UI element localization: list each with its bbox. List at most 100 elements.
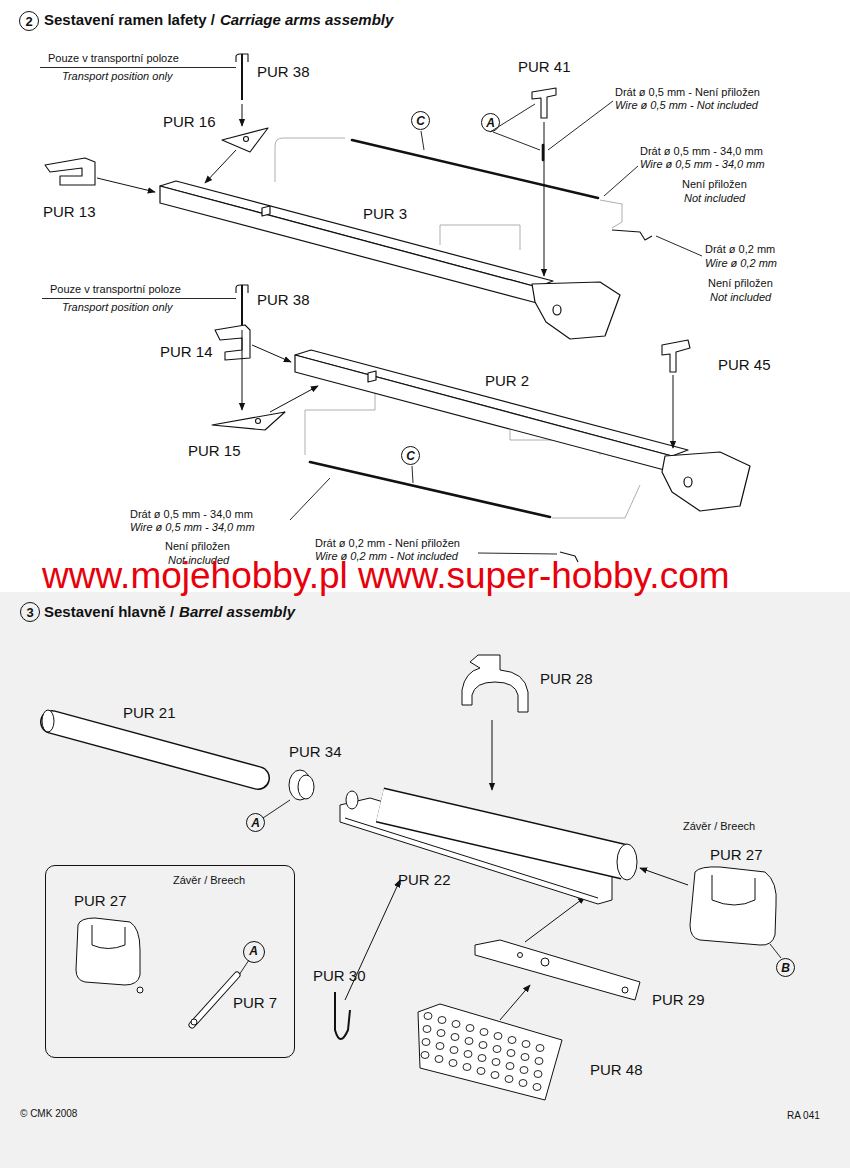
grill-hole [534, 1071, 542, 1078]
route-outline [275, 138, 640, 518]
note-text: Wire ø 0,5 mm - 34,0 mm [130, 521, 255, 534]
callout-letter: C [416, 115, 425, 127]
callout-letter: A [486, 117, 495, 129]
grill-hole [536, 1045, 544, 1052]
part-number: PUR 27 [74, 892, 127, 910]
note-text: Wire ø 0,5 mm - 34,0 mm [640, 158, 765, 171]
grill-hole [421, 1052, 429, 1059]
part-number: PUR 2 [485, 372, 529, 390]
grill-hole [479, 1042, 487, 1049]
part-number: PUR 28 [540, 670, 593, 688]
note-text: Závěr / Breech [683, 820, 755, 833]
part-number: PUR 7 [233, 994, 277, 1012]
small-part [45, 54, 690, 562]
grill-hole [494, 1033, 502, 1040]
note-text: Drát ø 0,5 mm - Není přiložen [615, 86, 760, 99]
grill-hole [437, 1030, 445, 1037]
note-text: Drát ø 0,5 mm - 34,0 mm [640, 145, 763, 158]
grill-hole [505, 1076, 513, 1083]
note-text: Drát ø 0,2 mm [705, 243, 775, 256]
step-heading: Barrel assembly [179, 603, 295, 621]
grill-hole [435, 1056, 443, 1063]
grill-hole [533, 1084, 541, 1091]
note-text: Not included [710, 291, 771, 304]
note-text: Drát ø 0,5 mm - 34,0 mm [130, 508, 253, 521]
part-number: PUR 21 [123, 704, 176, 722]
step-number: 3 [26, 606, 33, 619]
note-text: Není přiložen [682, 178, 747, 191]
note-text: Není přiložen [165, 540, 230, 553]
grill-hole [480, 1029, 488, 1036]
step-number: 2 [19, 11, 39, 31]
part-number: PUR 41 [518, 58, 571, 76]
part-number: PUR 14 [160, 343, 213, 361]
grill-hole [436, 1043, 444, 1050]
note-text: Pouze v transportní poloze [50, 283, 181, 296]
grill-hole [492, 1059, 500, 1066]
callout-letter: B [781, 962, 790, 974]
callout-letter: C [401, 446, 420, 465]
part-number: PUR 29 [652, 991, 705, 1009]
step-heading: Carriage arms assembly [220, 11, 393, 29]
note-text: Not included [684, 192, 745, 205]
grill-hole [452, 1021, 460, 1028]
lower-ground [0, 592, 850, 1168]
grill-hole [506, 1063, 514, 1070]
note-text: Není přiložen [708, 277, 773, 290]
carriage-arm [295, 350, 750, 511]
copyright: © CMK 2008 [20, 1108, 77, 1120]
callout-letter: A [246, 813, 265, 832]
part-number: PUR 38 [257, 63, 310, 81]
part-number: PUR 16 [163, 113, 216, 131]
part-number: PUR 13 [43, 203, 96, 221]
part-number: PUR 45 [718, 356, 771, 374]
grill-hole [464, 1051, 472, 1058]
grill-hole [466, 1025, 474, 1032]
note-text: Transport position only [62, 70, 172, 83]
grill-hole [449, 1060, 457, 1067]
note-text: Drát ø 0,2 mm - Není přiložen [315, 537, 460, 550]
callout-letter: A [251, 817, 260, 829]
grill-hole [438, 1017, 446, 1024]
inset-title: Závěr / Breech [173, 874, 245, 887]
step-heading: Sestavení hlavně / [44, 603, 174, 621]
grill-hole [535, 1058, 543, 1065]
note-text: Pouze v transportní poloze [48, 52, 179, 65]
barrel-part [42, 655, 776, 1100]
grill-hole [521, 1054, 529, 1061]
watermark: www.mojehobby.pl www.super-hobby.com [42, 557, 730, 594]
part-number: PUR 30 [313, 967, 366, 985]
callout-letter: C [411, 111, 430, 130]
part-number: PUR 3 [363, 205, 407, 223]
grill-hole [424, 1013, 432, 1020]
step-number: 3 [20, 602, 40, 622]
callout-letter: A [481, 113, 500, 132]
callout-letter: C [406, 450, 415, 462]
grill-hole [423, 1026, 431, 1033]
part-number: PUR 27 [710, 846, 763, 864]
grill-hole [463, 1064, 471, 1071]
callout-letter: A [249, 944, 258, 958]
note-text: Wire ø 0,5 mm - Not included [615, 99, 758, 112]
grill-hole [520, 1067, 528, 1074]
upper-ground [0, 0, 850, 592]
step-number: 2 [25, 15, 32, 28]
grill-hole [451, 1034, 459, 1041]
callout-letter: B [776, 958, 795, 977]
grill-hole [465, 1038, 473, 1045]
note-text: Transport position only [62, 301, 172, 314]
grill-hole [519, 1080, 527, 1087]
grill-hole [493, 1046, 501, 1053]
part-number: PUR 34 [289, 743, 342, 761]
leader-line [40, 68, 781, 976]
part-number: PUR 38 [257, 291, 310, 309]
grill-hole [422, 1039, 430, 1046]
wire-rod [310, 140, 598, 517]
grill-hole [522, 1041, 530, 1048]
grill-hole [450, 1047, 458, 1054]
step-heading: Sestavení ramen lafety / [44, 11, 215, 29]
grill-hole [477, 1068, 485, 1075]
grill-hole [507, 1050, 515, 1057]
inset-panel: Závěr / BreechPUR 27 PUR 7 A [45, 865, 295, 1058]
grill-hole [508, 1037, 516, 1044]
